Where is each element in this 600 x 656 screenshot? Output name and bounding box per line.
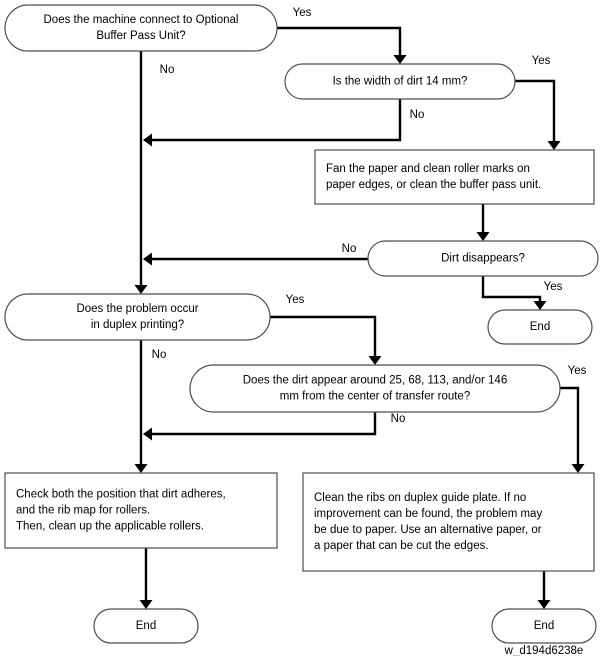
edge-arrowhead bbox=[533, 301, 547, 310]
node-e-end-top-right: End bbox=[487, 309, 593, 345]
edge-line bbox=[481, 276, 542, 304]
edge-arrowhead bbox=[393, 55, 407, 64]
nodes-layer: Does the machine connect to OptionalBuff… bbox=[4, 4, 599, 644]
edge-arrowhead bbox=[368, 356, 382, 365]
edge-arrowhead bbox=[143, 133, 152, 147]
edge-line bbox=[560, 386, 580, 467]
node-text-line: be due to paper. Use an alternative pape… bbox=[314, 524, 542, 536]
node-text-line: End bbox=[530, 321, 550, 333]
node-shape-rounded bbox=[284, 63, 516, 100]
node-text-line: Does the problem occur bbox=[76, 303, 198, 315]
edge-line bbox=[270, 315, 377, 359]
edge-edge-dirt-no: No bbox=[143, 243, 368, 266]
edge-arrowhead bbox=[537, 600, 551, 609]
node-shape-rounded bbox=[487, 309, 593, 345]
node-shape-rounded bbox=[491, 608, 597, 644]
edge-edge-width-yes: Yes bbox=[515, 55, 561, 150]
edge-edge-buffer-yes: Yes bbox=[277, 7, 407, 64]
edge-label: No bbox=[152, 349, 167, 361]
node-q-duplex: Does the problem occur in duplex printing… bbox=[4, 293, 271, 341]
edge-label: Yes bbox=[293, 7, 312, 19]
node-text-line: paper edges, or clean the buffer pass un… bbox=[326, 179, 541, 191]
node-text-line: Dirt disappears? bbox=[441, 253, 525, 265]
node-text-line: a paper that can be cut the edges. bbox=[314, 540, 489, 552]
node-text-line: Fan the paper and clean roller marks on bbox=[326, 163, 530, 175]
node-text-line: mm from the center of transfer route? bbox=[280, 391, 470, 403]
node-text-line: End bbox=[136, 620, 156, 632]
node-q-buffer-pass: Does the machine connect to OptionalBuff… bbox=[4, 4, 278, 52]
edge-label: No bbox=[410, 109, 425, 121]
edge-label: Yes bbox=[568, 365, 587, 377]
edge-arrowhead bbox=[476, 232, 490, 241]
edge-line bbox=[515, 79, 556, 144]
node-text-line: Then, clean up the applicable rollers. bbox=[16, 521, 204, 533]
node-p-fan-paper: Fan the paper and clean roller marks on p… bbox=[314, 149, 595, 205]
node-p-clean-ribs: Clean the ribs on duplex guide plate. If… bbox=[302, 472, 595, 572]
edge-edge-duplex-no: No bbox=[134, 340, 167, 473]
edge-label: No bbox=[160, 64, 175, 76]
edge-arrowhead bbox=[547, 141, 561, 150]
edge-edge-fan-to-dirt bbox=[476, 204, 490, 241]
node-shape-rect bbox=[314, 149, 595, 205]
edge-line bbox=[277, 26, 402, 58]
node-q-dirt-position: Does the dirt appear around 25, 68, 113,… bbox=[189, 364, 561, 413]
node-text-line: and the rib map for rollers. bbox=[16, 505, 150, 517]
edge-line bbox=[149, 99, 402, 142]
node-shape-rect bbox=[4, 472, 278, 549]
node-text-line: Is the width of dirt 14 mm? bbox=[333, 76, 468, 88]
edge-label: Yes bbox=[544, 281, 563, 293]
edge-edge-dirt-yes: Yes bbox=[481, 276, 563, 310]
node-text-line: Does the dirt appear around 25, 68, 113,… bbox=[243, 375, 507, 387]
edge-arrowhead bbox=[143, 252, 152, 266]
node-shape-rounded bbox=[189, 364, 561, 413]
node-q-dirt-disappears: Dirt disappears? bbox=[367, 240, 599, 277]
figure-caption: w_d194d6238e bbox=[504, 645, 584, 656]
node-text-line: in duplex printing? bbox=[91, 319, 184, 331]
node-shape-rect bbox=[302, 472, 595, 572]
edge-arrowhead bbox=[134, 285, 148, 294]
edge-label: No bbox=[342, 243, 357, 255]
edge-edge-buffer-no: No bbox=[134, 51, 175, 294]
node-text-line: Check both the position that dirt adhere… bbox=[16, 489, 226, 501]
edge-edge-ribs-to-end bbox=[537, 571, 551, 609]
edge-label: No bbox=[391, 413, 406, 425]
node-text-line: improvement can be found, the problem ma… bbox=[314, 508, 542, 520]
edge-arrowhead bbox=[143, 427, 152, 441]
edge-edge-duplex-yes: Yes bbox=[270, 294, 382, 365]
edge-label: Yes bbox=[286, 294, 305, 306]
node-q-dirt-width: Is the width of dirt 14 mm? bbox=[284, 63, 516, 100]
edge-edge-check-to-end bbox=[139, 548, 153, 609]
node-p-check-rollers: Check both the position that dirt adhere… bbox=[4, 472, 278, 549]
node-shape-rounded bbox=[4, 293, 271, 341]
edge-edge-position-yes: Yes bbox=[560, 365, 587, 473]
node-shape-rounded bbox=[4, 4, 278, 52]
edge-line bbox=[149, 412, 377, 436]
edge-arrowhead bbox=[134, 464, 148, 473]
edge-arrowhead bbox=[139, 600, 153, 609]
node-shape-rounded bbox=[367, 240, 599, 277]
edge-edge-position-no: No bbox=[143, 412, 405, 441]
edge-arrowhead bbox=[571, 464, 585, 473]
node-e-end-bottom-left: End bbox=[93, 608, 199, 644]
node-text-line: End bbox=[534, 620, 554, 632]
node-text-line: Clean the ribs on duplex guide plate. If… bbox=[314, 492, 526, 504]
node-e-end-bottom-right: End bbox=[491, 608, 597, 644]
node-text-line: Buffer Pass Unit? bbox=[96, 30, 185, 42]
edge-label: Yes bbox=[532, 55, 551, 67]
node-shape-rounded bbox=[93, 608, 199, 644]
edge-edge-width-no: No bbox=[143, 99, 424, 147]
node-text-line: Does the machine connect to Optional bbox=[44, 14, 239, 26]
